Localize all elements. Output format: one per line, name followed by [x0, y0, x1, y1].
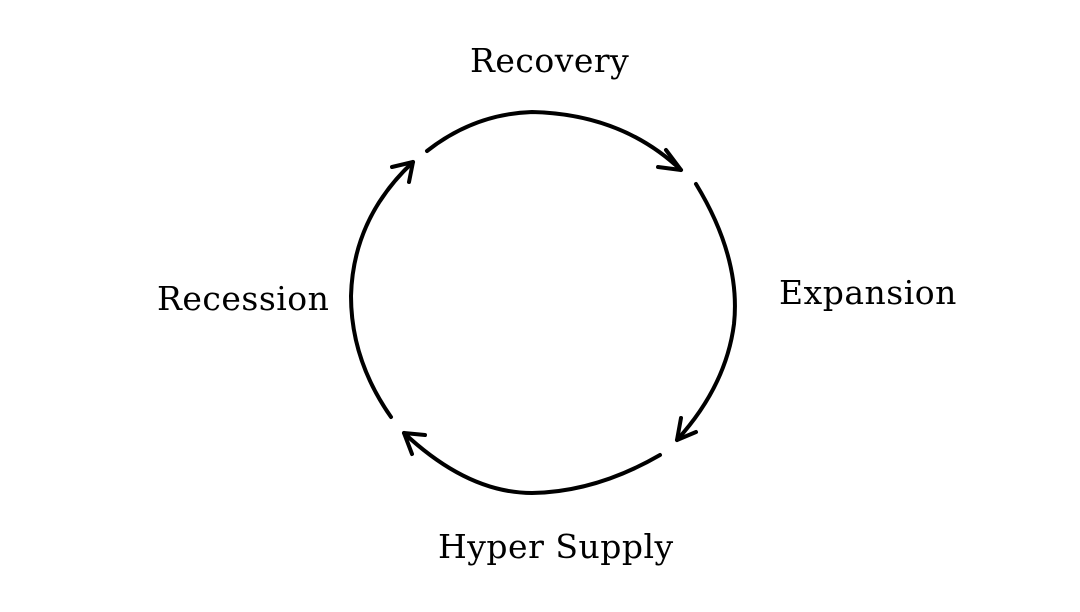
stage-label-expansion: Expansion	[779, 273, 957, 312]
arrowhead-recession-icon	[402, 431, 427, 456]
arrow-recession-to-recovery	[349, 160, 415, 419]
stage-label-recession: Recession	[157, 279, 330, 318]
arrowhead-hypersupply-icon	[675, 416, 698, 442]
arrow-recovery-to-expansion	[425, 110, 683, 172]
stage-label-recovery: Recovery	[470, 41, 630, 80]
arrowhead-recovery-icon	[390, 160, 415, 184]
arrow-expansion-to-hypersupply	[675, 182, 737, 442]
arrow-hypersupply-to-recession	[402, 431, 662, 495]
stage-label-hyper-supply: Hyper Supply	[438, 527, 674, 566]
arrowhead-expansion-icon	[656, 148, 683, 172]
